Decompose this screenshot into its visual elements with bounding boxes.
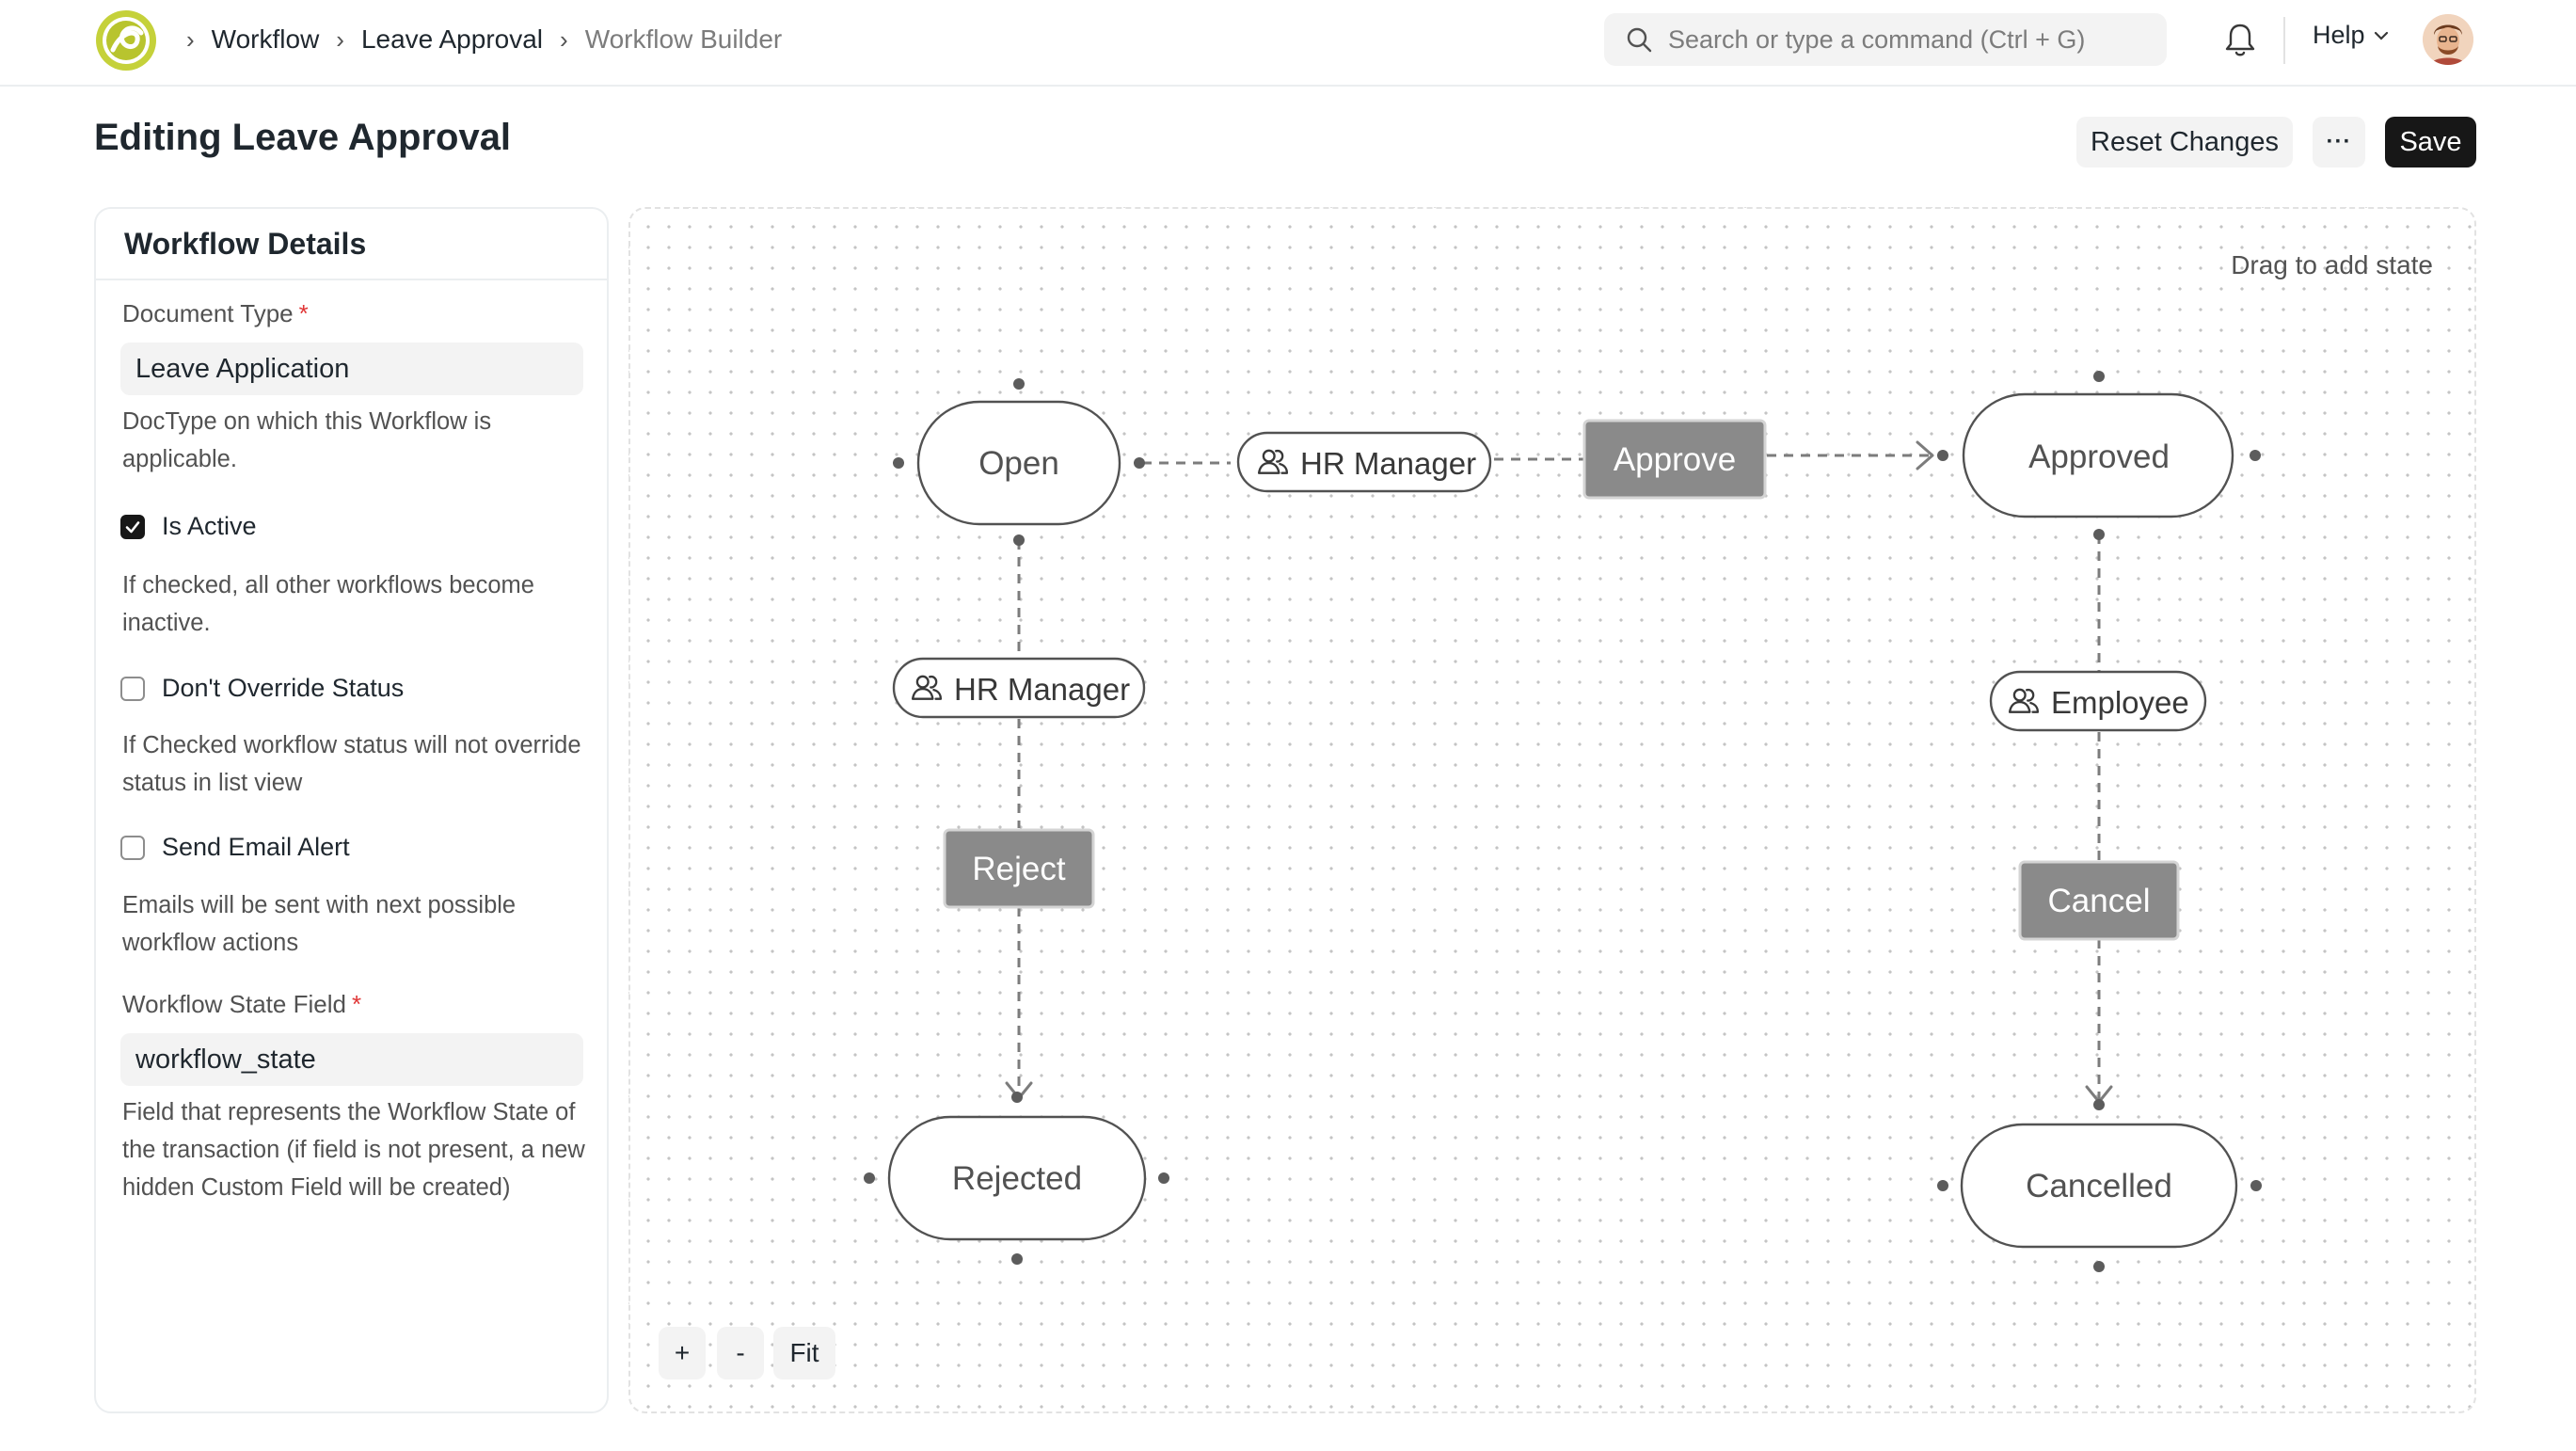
action-label: Cancel xyxy=(2048,883,2151,919)
state-label: Open xyxy=(978,445,1059,482)
drag-to-add-state-hint: Drag to add state xyxy=(2231,250,2433,279)
dont-override-status-checkbox[interactable] xyxy=(120,676,145,701)
handle-rejected-left xyxy=(864,1172,875,1184)
page-title: Editing Leave Approval xyxy=(94,117,512,158)
send-email-alert-checkbox-row[interactable]: Send Email Alert xyxy=(120,833,350,862)
breadcrumb-workflow[interactable]: Workflow xyxy=(211,24,320,54)
state-label: Cancelled xyxy=(2026,1168,2172,1204)
role-pill-employee-cancel[interactable]: Employee xyxy=(1989,670,2207,732)
is-active-checkbox-row[interactable]: Is Active xyxy=(120,512,257,541)
fit-button[interactable]: Fit xyxy=(773,1327,835,1379)
workflow-state-field-description: Field that represents the Workflow State… xyxy=(122,1099,585,1201)
handle-open-bottom xyxy=(1013,534,1025,546)
handle-cancelled-right xyxy=(2250,1180,2262,1191)
zoom-out-button[interactable]: - xyxy=(717,1327,764,1379)
handle-approved-left xyxy=(1937,450,1948,461)
send-email-alert-description: Emails will be sent with next possible w… xyxy=(122,892,517,956)
dont-override-status-checkbox-row[interactable]: Don't Override Status xyxy=(120,674,404,703)
handle-approved-right xyxy=(2250,450,2261,461)
workflow-details-heading: Workflow Details xyxy=(96,209,607,280)
chevron-right-icon: › xyxy=(560,24,568,54)
role-label: HR Manager xyxy=(1300,446,1476,481)
handle-rejected-bottom xyxy=(1011,1253,1023,1265)
reset-changes-button[interactable]: Reset Changes xyxy=(2076,117,2293,167)
search-icon xyxy=(1627,27,1652,53)
send-email-alert-checkbox[interactable] xyxy=(120,835,145,860)
handle-cancelled-left xyxy=(1937,1180,1948,1191)
arrow-head-icon xyxy=(1916,440,1934,470)
handle-rejected-right xyxy=(1158,1172,1169,1184)
workflow-graph: Open Approved Rejected Cancelled HR Mana… xyxy=(864,371,2262,1272)
required-asterisk: * xyxy=(298,299,309,327)
zoom-in-button[interactable]: + xyxy=(659,1327,706,1379)
is-active-label: Is Active xyxy=(162,512,257,540)
breadcrumb-workflow-builder: Workflow Builder xyxy=(584,24,783,54)
handle-approved-top xyxy=(2093,371,2105,382)
send-email-alert-label: Send Email Alert xyxy=(162,833,350,861)
handle-open-left xyxy=(893,457,904,469)
document-type-label-text: Document Type xyxy=(122,299,294,327)
action-label: Approve xyxy=(1614,441,1736,478)
state-node-cancelled[interactable]: Cancelled xyxy=(1960,1123,2238,1249)
state-node-open[interactable]: Open xyxy=(916,400,1121,526)
search-bar[interactable] xyxy=(1604,13,2167,66)
is-active-description: If checked, all other workflows become i… xyxy=(122,572,534,636)
checkmark-icon xyxy=(125,520,140,533)
help-label: Help xyxy=(2313,21,2365,49)
dont-override-status-description: If Checked workflow status will not over… xyxy=(122,732,581,796)
search-input[interactable] xyxy=(1666,24,2140,56)
state-label: Approved xyxy=(2028,438,2170,475)
handle-open-top xyxy=(1013,378,1025,390)
workflow-state-field-input[interactable] xyxy=(120,1033,583,1086)
chevron-right-icon: › xyxy=(336,24,344,54)
bell-icon[interactable] xyxy=(2222,21,2258,58)
workflow-state-field-label: Workflow State Field* xyxy=(122,990,361,1019)
workflow-state-field-label-text: Workflow State Field xyxy=(122,990,346,1018)
document-type-field[interactable] xyxy=(120,343,583,395)
document-type-description: DocType on which this Workflow is applic… xyxy=(122,408,492,472)
action-label: Reject xyxy=(972,851,1065,887)
role-pill-hr-manager-approve[interactable]: HR Manager xyxy=(1236,431,1492,493)
chevron-right-icon: › xyxy=(186,24,195,54)
state-label: Rejected xyxy=(952,1160,1082,1197)
breadcrumb-leave-approval[interactable]: Leave Approval xyxy=(360,24,544,54)
chevron-down-icon xyxy=(2374,31,2388,40)
help-dropdown[interactable]: Help xyxy=(2313,21,2390,50)
document-type-label: Document Type* xyxy=(122,299,309,328)
handle-approved-bottom xyxy=(2093,529,2105,540)
is-active-checkbox[interactable] xyxy=(120,514,145,539)
role-label: HR Manager xyxy=(954,672,1130,707)
more-options-button[interactable]: ··· xyxy=(2313,117,2365,167)
workflow-canvas[interactable]: Drag to add state xyxy=(628,207,2476,1413)
navbar-divider xyxy=(2283,17,2285,64)
breadcrumb: › Workflow › Leave Approval › Workflow B… xyxy=(179,0,782,79)
action-node-approve[interactable]: Approve xyxy=(1582,419,1767,500)
role-pill-hr-manager-reject[interactable]: HR Manager xyxy=(892,657,1146,719)
handle-cancelled-bottom xyxy=(2093,1261,2105,1272)
navbar: › Workflow › Leave Approval › Workflow B… xyxy=(0,0,2576,87)
action-node-reject[interactable]: Reject xyxy=(943,828,1095,909)
state-node-approved[interactable]: Approved xyxy=(1962,392,2234,518)
save-button[interactable]: Save xyxy=(2385,117,2476,167)
required-asterisk: * xyxy=(351,990,362,1018)
role-label: Employee xyxy=(2051,685,2189,720)
workflow-details-panel: Workflow Details Document Type* DocType … xyxy=(94,207,609,1413)
handle-open-right xyxy=(1134,457,1145,469)
app-logo-icon[interactable] xyxy=(94,8,158,72)
handle-cancelled-top xyxy=(2093,1099,2105,1110)
dont-override-status-label: Don't Override Status xyxy=(162,674,405,702)
action-node-cancel[interactable]: Cancel xyxy=(2018,860,2180,941)
avatar[interactable] xyxy=(2423,14,2473,65)
state-node-rejected[interactable]: Rejected xyxy=(887,1115,1147,1241)
handle-rejected-top xyxy=(1011,1092,1023,1103)
